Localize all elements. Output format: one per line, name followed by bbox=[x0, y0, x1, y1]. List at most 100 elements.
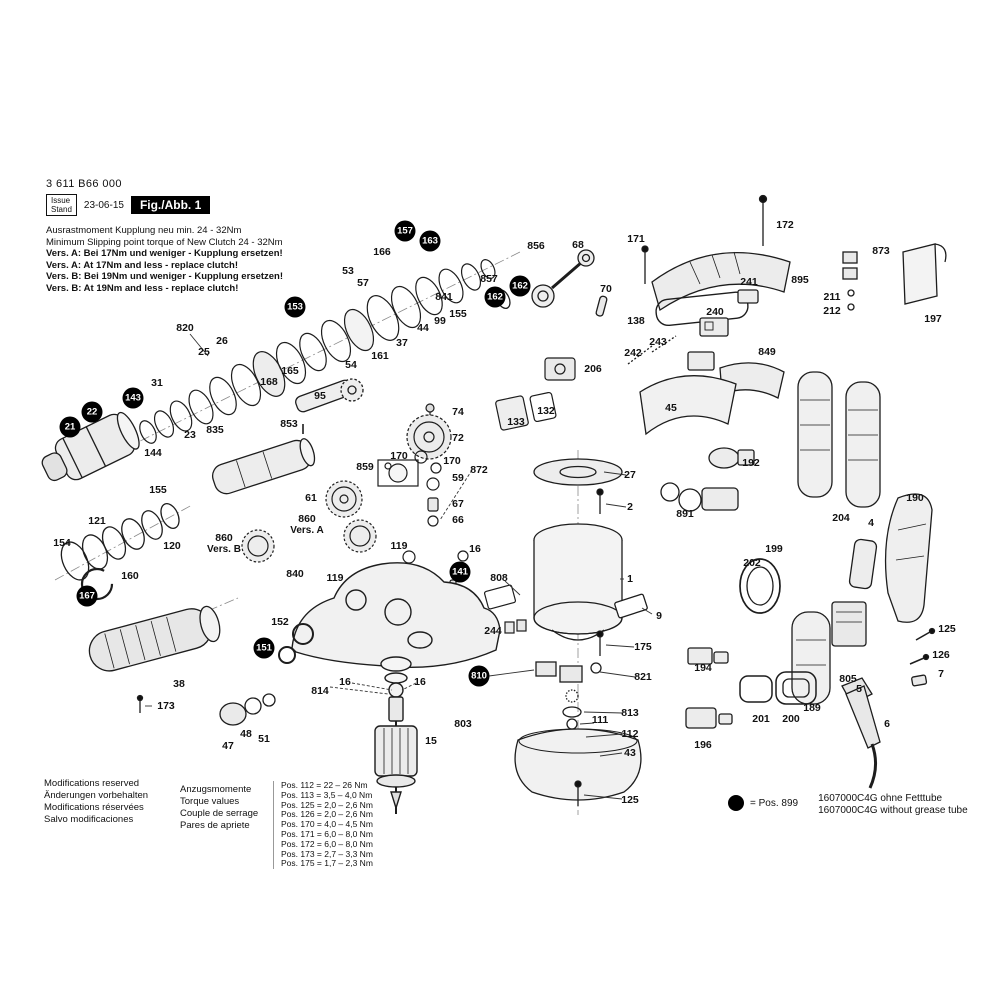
part-label-31: 31 bbox=[151, 376, 163, 389]
part-label-211: 211 bbox=[823, 290, 841, 303]
part-label-860: 860 bbox=[215, 531, 233, 544]
part-label-170: 170 bbox=[390, 449, 408, 462]
part-badge-163: 163 bbox=[419, 230, 441, 252]
part-label-155: 155 bbox=[149, 483, 167, 496]
part-label-204: 204 bbox=[832, 511, 850, 524]
part-label-54: 54 bbox=[345, 358, 357, 371]
part-label-197: 197 bbox=[924, 312, 942, 325]
part-label-841: 841 bbox=[435, 290, 453, 303]
part-label-144: 144 bbox=[144, 446, 162, 459]
part-label-16: 16 bbox=[339, 675, 351, 688]
part-label-133: 133 bbox=[507, 415, 525, 428]
part-label-872: 872 bbox=[470, 463, 488, 476]
part-label-112: 112 bbox=[621, 727, 639, 740]
stand-label: Stand bbox=[51, 205, 72, 214]
part-label-201: 201 bbox=[752, 712, 770, 725]
part-label-121: 121 bbox=[88, 514, 106, 527]
part-label-857: 857 bbox=[480, 272, 498, 285]
part-label-165: 165 bbox=[281, 364, 299, 377]
part-label-38: 38 bbox=[173, 677, 185, 690]
part-label-23: 23 bbox=[184, 428, 196, 441]
part-badge-141: 141 bbox=[449, 561, 471, 583]
torque-row: Pos. 172 = 6,0 – 8,0 Nm bbox=[281, 838, 373, 849]
part-label-70: 70 bbox=[600, 282, 612, 295]
part-label-856: 856 bbox=[527, 239, 545, 252]
part-label-119: 119 bbox=[390, 539, 408, 552]
part-label-125: 125 bbox=[938, 622, 956, 635]
part-label-119: 119 bbox=[326, 571, 344, 584]
code-line: 1607000C4G without grease tube bbox=[818, 805, 968, 816]
note-line: Ausrastmoment Kupplung neu min. 24 - 32N… bbox=[46, 225, 242, 236]
part-label-26: 26 bbox=[216, 334, 228, 347]
grease-tube-codes: 1607000C4G ohne Fetttube 1607000C4G with… bbox=[818, 793, 968, 817]
part-badge-22: 22 bbox=[81, 401, 103, 423]
part-label-821: 821 bbox=[634, 670, 652, 683]
part-label-111: 111 bbox=[591, 713, 609, 726]
part-label-175: 175 bbox=[634, 640, 652, 653]
part-label-194: 194 bbox=[694, 661, 712, 674]
part-label-138: 138 bbox=[627, 314, 645, 327]
part-label-813: 813 bbox=[621, 706, 639, 719]
part-label-166: 166 bbox=[373, 245, 391, 258]
part-label-68: 68 bbox=[572, 238, 584, 251]
part-label-25: 25 bbox=[198, 345, 210, 358]
part-badge-167: 167 bbox=[76, 585, 98, 607]
header: 3 611 B66 000 Issue Stand 23-06-15 Fig./… bbox=[46, 178, 283, 295]
part-label-171: 171 bbox=[627, 232, 645, 245]
part-label-820: 820 bbox=[176, 321, 194, 334]
part-number: 3 611 B66 000 bbox=[46, 178, 122, 190]
part-label-5: 5 bbox=[856, 682, 862, 695]
part-label-244: 244 bbox=[484, 624, 502, 637]
part-label-47: 47 bbox=[222, 739, 234, 752]
part-label-72: 72 bbox=[452, 431, 464, 444]
modifications-block: Modifications reserved Änderungen vorbeh… bbox=[44, 778, 148, 826]
part-label-212: 212 bbox=[823, 304, 841, 317]
part-label-4: 4 bbox=[868, 516, 874, 529]
part-label-48: 48 bbox=[240, 727, 252, 740]
part-label-242: 242 bbox=[624, 346, 642, 359]
part-label-16: 16 bbox=[469, 542, 481, 555]
part-label-895: 895 bbox=[791, 273, 809, 286]
part-label-132: 132 bbox=[537, 404, 555, 417]
part-label-16: 16 bbox=[414, 675, 426, 688]
part-label-45: 45 bbox=[665, 401, 677, 414]
part-label-849: 849 bbox=[758, 345, 776, 358]
pos-899-equals: = Pos. 899 bbox=[750, 798, 799, 809]
part-label-61: 61 bbox=[305, 491, 317, 504]
part-label-125: 125 bbox=[621, 793, 639, 806]
part-label-27: 27 bbox=[624, 468, 636, 481]
part-label-59: 59 bbox=[452, 471, 464, 484]
torque-header-line: Torque values bbox=[180, 796, 240, 807]
code-line: 1607000C4G ohne Fetttube bbox=[818, 793, 943, 804]
part-label-160: 160 bbox=[121, 569, 139, 582]
part-label-15: 15 bbox=[425, 734, 437, 747]
part-label-241: 241 bbox=[740, 275, 758, 288]
torque-values-header: Anzugsmomente Torque values Couple de se… bbox=[180, 784, 258, 832]
part-label-95: 95 bbox=[314, 389, 326, 402]
part-label-192: 192 bbox=[742, 456, 760, 469]
pos-899-legend: = Pos. 899 1607000C4G ohne Fetttube 1607… bbox=[728, 793, 968, 817]
part-label-154: 154 bbox=[53, 536, 71, 549]
part-label-66: 66 bbox=[452, 513, 464, 526]
part-label-170: 170 bbox=[443, 454, 461, 467]
figure-label: Fig./Abb. 1 bbox=[130, 196, 211, 214]
issue-stand-box: Issue Stand bbox=[46, 194, 77, 216]
part-label-240: 240 bbox=[706, 305, 724, 318]
part-badge-162: 162 bbox=[484, 286, 506, 308]
part-label-120: 120 bbox=[163, 539, 181, 552]
part-label-860: 860 bbox=[298, 512, 316, 525]
pos-899-dot bbox=[728, 795, 744, 811]
modifications-line: Änderungen vorbehalten bbox=[44, 790, 149, 801]
torque-row: Pos. 126 = 2,0 – 2,6 Nm bbox=[281, 809, 373, 820]
torque-row: Pos. 171 = 6,0 – 8,0 Nm bbox=[281, 828, 373, 839]
torque-header-line: Pares de apriete bbox=[180, 820, 250, 831]
part-label-859: 859 bbox=[356, 460, 374, 473]
part-badge-153: 153 bbox=[284, 296, 306, 318]
part-label-196: 196 bbox=[694, 738, 712, 751]
note-line: Minimum Slipping point torque of New Clu… bbox=[46, 236, 283, 248]
part-label-202: 202 bbox=[743, 556, 761, 569]
torque-row: Pos. 175 = 1,7 – 2,3 Nm bbox=[281, 858, 373, 869]
note-line: Vers. A: Bei 17Nm und weniger - Kupplung… bbox=[46, 248, 283, 260]
